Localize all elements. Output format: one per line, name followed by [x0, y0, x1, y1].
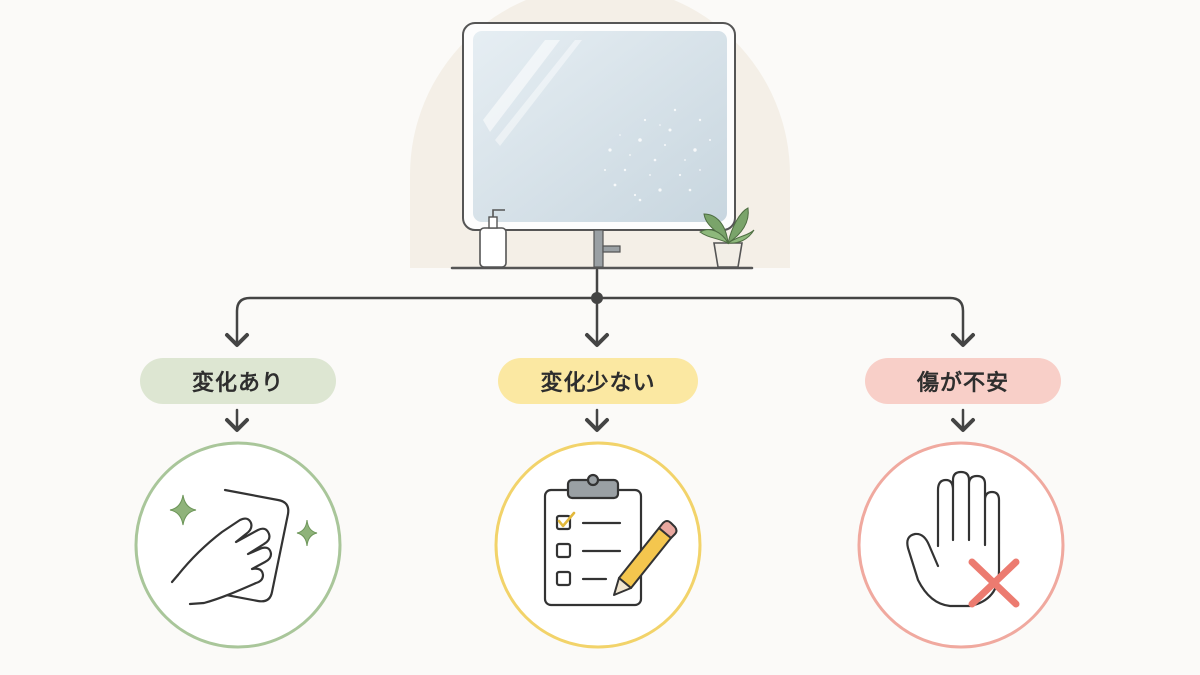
mirror-glass [473, 31, 727, 222]
water-spots-icon [604, 108, 711, 202]
branch-circle-1 [494, 441, 702, 649]
branch-line-left [225, 296, 599, 347]
checklist-clipboard-icon [543, 473, 643, 607]
branch-circle-0 [134, 441, 342, 649]
mirror-illustration [410, 0, 790, 270]
branch-circle-2 [857, 441, 1065, 649]
branch-label-2: 傷が不安 [865, 358, 1061, 404]
wiping-hand-icon [170, 488, 290, 606]
faucet-icon [593, 229, 621, 268]
potted-plant-icon [699, 207, 755, 268]
hand-stop-icon [906, 470, 1001, 608]
sparkle-icon [169, 494, 318, 547]
branch-label-0: 変化あり [140, 358, 336, 404]
junction-dot [591, 292, 603, 304]
branch-label-1: 変化少ない [498, 358, 698, 404]
soap-bottle-icon [479, 209, 507, 268]
mirror-reflection [495, 40, 582, 146]
mirror-reflection [483, 40, 560, 132]
branch-line-right [595, 296, 975, 347]
pencil-icon [613, 520, 678, 596]
cross-mark-icon [968, 558, 1020, 608]
